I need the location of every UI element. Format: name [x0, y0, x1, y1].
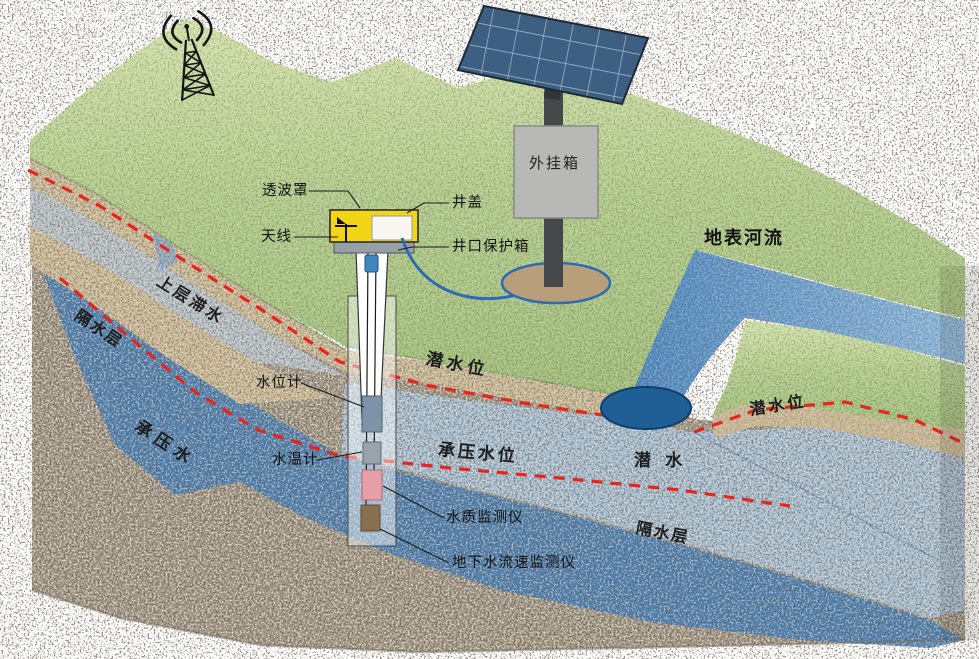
right-tan-band: [712, 404, 965, 458]
leader-wellhead-box: [397, 246, 449, 251]
water-temp-gauge-sensor: [362, 441, 382, 465]
label-surface-river: 地表河流: [704, 228, 784, 248]
label-antenna: 天线: [261, 229, 292, 245]
perched-water-band: [30, 186, 345, 376]
label-phreatic-water: 潜 水: [634, 451, 688, 470]
label-water-level-gauge: 水位计: [256, 375, 303, 391]
water-table-line-left: [27, 168, 623, 420]
solar-station: [456, 4, 650, 305]
monitoring-well: [329, 209, 419, 547]
grass-edge-shade: [29, 157, 621, 396]
leader-radome: [309, 190, 361, 209]
downhole-probe-head: [364, 254, 379, 273]
leader-water-temp-gauge: [316, 451, 363, 461]
confined-aquifer: [36, 252, 965, 648]
signal-tower-icon: [162, 10, 215, 102]
water-table-line-right: [693, 400, 966, 446]
right-bank-grass: [712, 320, 965, 430]
water-quality-sensor: [361, 469, 383, 501]
leader-well-cover: [406, 202, 449, 214]
aquitard-band-left: [30, 226, 330, 404]
wellhead-platform: [333, 241, 415, 254]
water-level-gauge-sensor: [361, 395, 383, 433]
block-bottom-edge: [31, 588, 966, 654]
sensor-cables: [365, 251, 377, 509]
well-cover-plate: [371, 215, 413, 241]
antenna-flag: [337, 217, 346, 224]
leader-water-quality: [382, 485, 445, 519]
antenna-icon: [335, 224, 357, 242]
label-well-cover: 井盖: [452, 195, 483, 211]
phreatic-aquifer: [342, 382, 965, 618]
leader-water-level-gauge: [300, 382, 365, 408]
pond: [600, 386, 692, 430]
surface-river: [630, 250, 965, 398]
label-flow-velocity-monitor: 地下水流速监测仪: [452, 555, 576, 571]
label-water-temp-gauge: 水温计: [272, 452, 319, 468]
solar-panel: [456, 4, 650, 106]
equipment-box: [513, 125, 599, 219]
label-wellhead-box: 井口保护箱: [452, 239, 530, 255]
label-radome: 透波罩: [262, 183, 309, 199]
label-water-quality-monitor: 水质监测仪: [446, 510, 524, 526]
confined-level-line: [58, 276, 791, 508]
flow-velocity-sensor: [360, 504, 381, 532]
right-face-shade: [940, 266, 979, 640]
label-external-box: 外挂箱: [529, 156, 581, 172]
leader-lines: [294, 190, 450, 564]
surface-tan-band: [30, 158, 620, 417]
leader-flow-velocity: [379, 528, 450, 564]
